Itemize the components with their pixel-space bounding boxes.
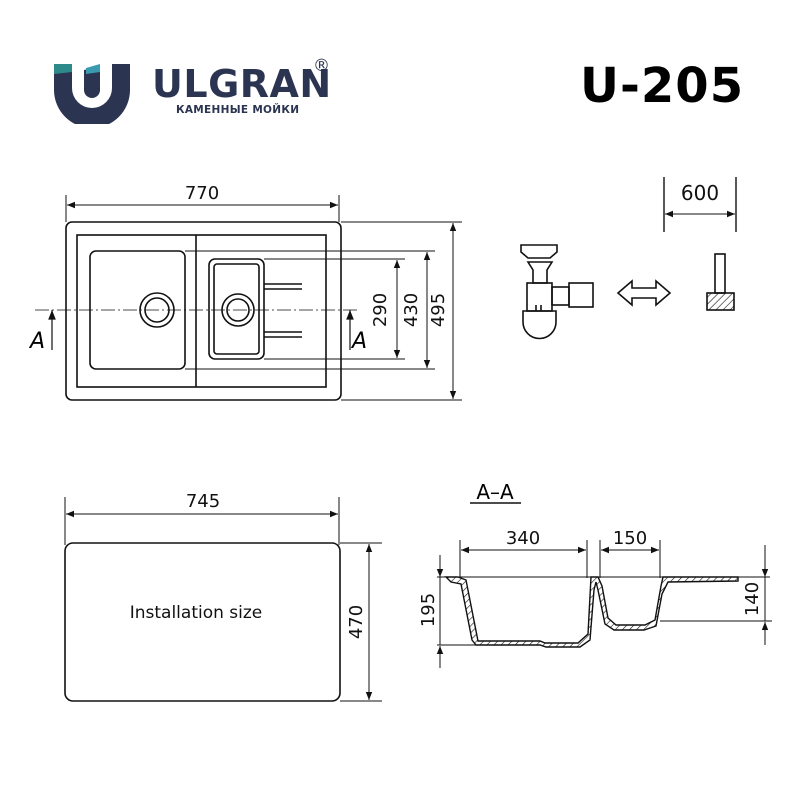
dim-overall-depth: 495 xyxy=(428,293,449,327)
dim-small-bowl-depth: 290 xyxy=(370,293,391,327)
top-view xyxy=(35,195,462,401)
cabinet-info xyxy=(520,177,737,340)
section-marker-right: A xyxy=(350,329,367,354)
cabinet-post-icon xyxy=(706,253,735,311)
siphon-icon xyxy=(520,244,594,340)
section-title: A–A xyxy=(476,480,514,504)
model-number: U-205 xyxy=(580,58,745,114)
ulgran-logo-icon xyxy=(54,64,130,124)
installation-size-label: Installation size xyxy=(130,603,263,623)
section-view xyxy=(436,540,772,668)
registered-mark: ® xyxy=(313,56,330,76)
section-marker-left: A xyxy=(28,329,45,354)
double-arrow-icon xyxy=(616,279,672,307)
dim-large-bowl-height: 195 xyxy=(418,593,439,627)
dim-small-bowl-width: 150 xyxy=(613,528,647,549)
dim-small-bowl-height: 140 xyxy=(742,582,763,616)
brand-name: ULGRAN xyxy=(152,62,332,106)
installation-cutout xyxy=(64,497,382,702)
dim-cutout-width: 745 xyxy=(186,491,220,512)
dim-large-bowl-width: 340 xyxy=(506,528,540,549)
dim-large-bowl-depth: 430 xyxy=(401,293,422,327)
brand-tagline: КАМЕННЫЕ МОЙКИ xyxy=(176,104,300,116)
dim-min-cabinet-width: 600 xyxy=(681,181,719,205)
dim-overall-width: 770 xyxy=(185,183,219,204)
dim-cutout-depth: 470 xyxy=(346,605,367,639)
